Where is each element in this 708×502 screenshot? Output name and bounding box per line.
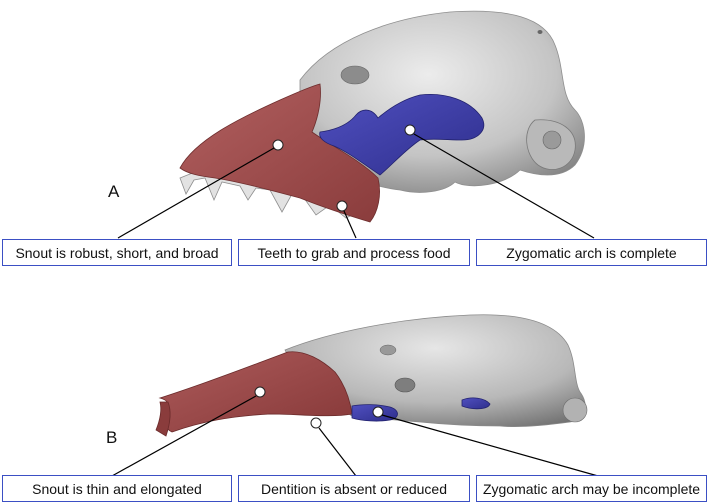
leader-a-snout [117,147,275,239]
label-a-snout: Snout is robust, short, and broad [2,239,232,266]
skull-b-zygomatic-rear [461,397,491,410]
label-b-snout: Snout is thin and elongated [2,475,232,502]
callout-dot-a-snout [272,139,284,151]
skull-b [111,314,599,477]
callout-dot-b-dentition [310,417,322,429]
skull-a-zygomatic [319,94,485,176]
leader-a-zygomatic [413,133,595,239]
callout-dot-b-snout [254,386,266,398]
callout-dot-a-zygomatic [404,124,416,136]
skull-a-snout [179,83,380,223]
leader-b-snout [111,395,257,477]
label-b-dentition: Dentition is absent or reduced [238,475,470,502]
leader-b-zygomatic [381,414,599,477]
panel-label-a: A [108,182,120,201]
panel-label-b: B [106,428,118,447]
callout-dot-b-zygomatic [372,406,384,418]
label-a-teeth: Teeth to grab and process food [238,239,470,266]
leader-b-dentition [318,427,357,477]
skull-a [117,10,595,239]
label-b-zygomatic: Zygomatic arch may be incomplete [476,475,707,502]
label-a-zygomatic: Zygomatic arch is complete [476,239,707,266]
callout-dot-a-teeth [336,200,348,212]
leader-a-teeth [343,210,357,239]
